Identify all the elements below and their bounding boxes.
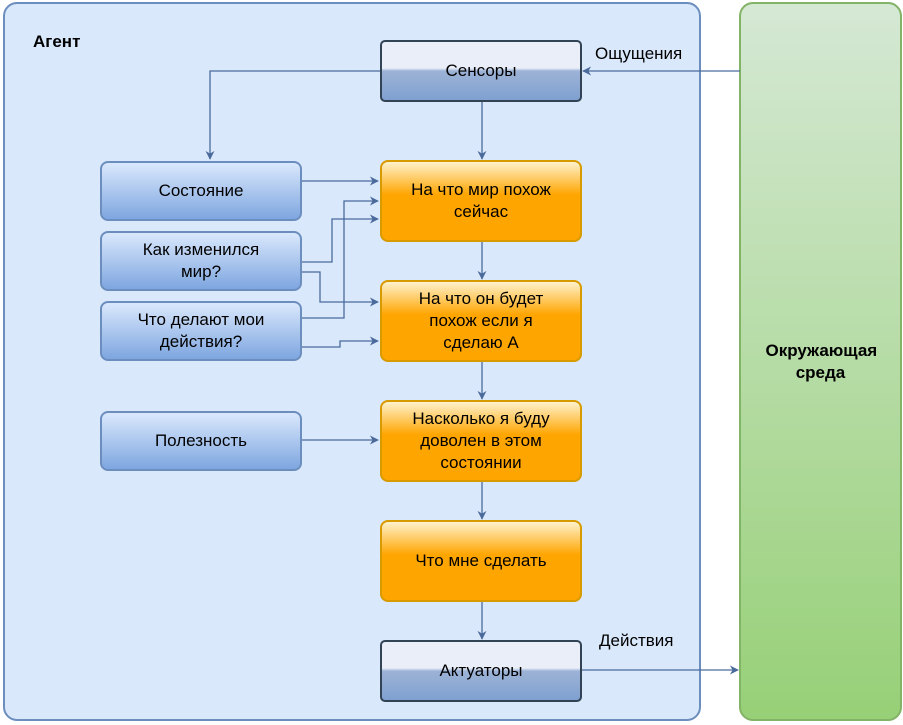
environment-container: Окружающая среда [739, 2, 902, 721]
world-change-label: Как изменился мир? [142, 240, 260, 281]
actuators-label: Актуаторы [439, 661, 523, 680]
world-if-a-label: На что он будет похож если я сделаю А [418, 289, 544, 352]
my-actions-box: Что делают мои действия? [100, 301, 302, 361]
percepts-label: Ощущения [595, 44, 683, 63]
environment-title: Окружающая среда [765, 340, 878, 382]
utility-box: Полезность [100, 411, 302, 471]
world-now-label: На что мир похож сейчас [411, 180, 551, 221]
happiness-label: Насколько я буду доволен в этом состояни… [412, 409, 550, 472]
world-now-box: На что мир похож сейчас [380, 160, 582, 242]
edge-sensors-state [205, 70, 380, 160]
actions-label: Действия [599, 631, 674, 650]
utility-label: Полезность [154, 431, 248, 450]
my-actions-label: Что делают мои действия? [137, 310, 265, 351]
actuators-box: Актуаторы [380, 640, 582, 702]
agent-container [3, 2, 701, 721]
agent-title: Агент [33, 32, 81, 51]
happiness-box: Насколько я буду доволен в этом состояни… [380, 400, 582, 482]
sensors-label: Сенсоры [445, 61, 517, 80]
edge-actions-worldnow [302, 196, 379, 319]
edge-change-worldifa [302, 271, 379, 307]
what-to-do-label: Что мне сделать [415, 551, 547, 570]
edge-change-worldnow [302, 214, 379, 263]
edge-actions-worldifa [302, 336, 379, 348]
world-if-a-box: На что он будет похож если я сделаю А [380, 280, 582, 362]
sensors-box: Сенсоры [380, 40, 582, 102]
what-to-do-box: Что мне сделать [380, 520, 582, 602]
world-change-box: Как изменился мир? [100, 231, 302, 291]
state-label: Состояние [158, 181, 244, 200]
state-box: Состояние [100, 161, 302, 221]
